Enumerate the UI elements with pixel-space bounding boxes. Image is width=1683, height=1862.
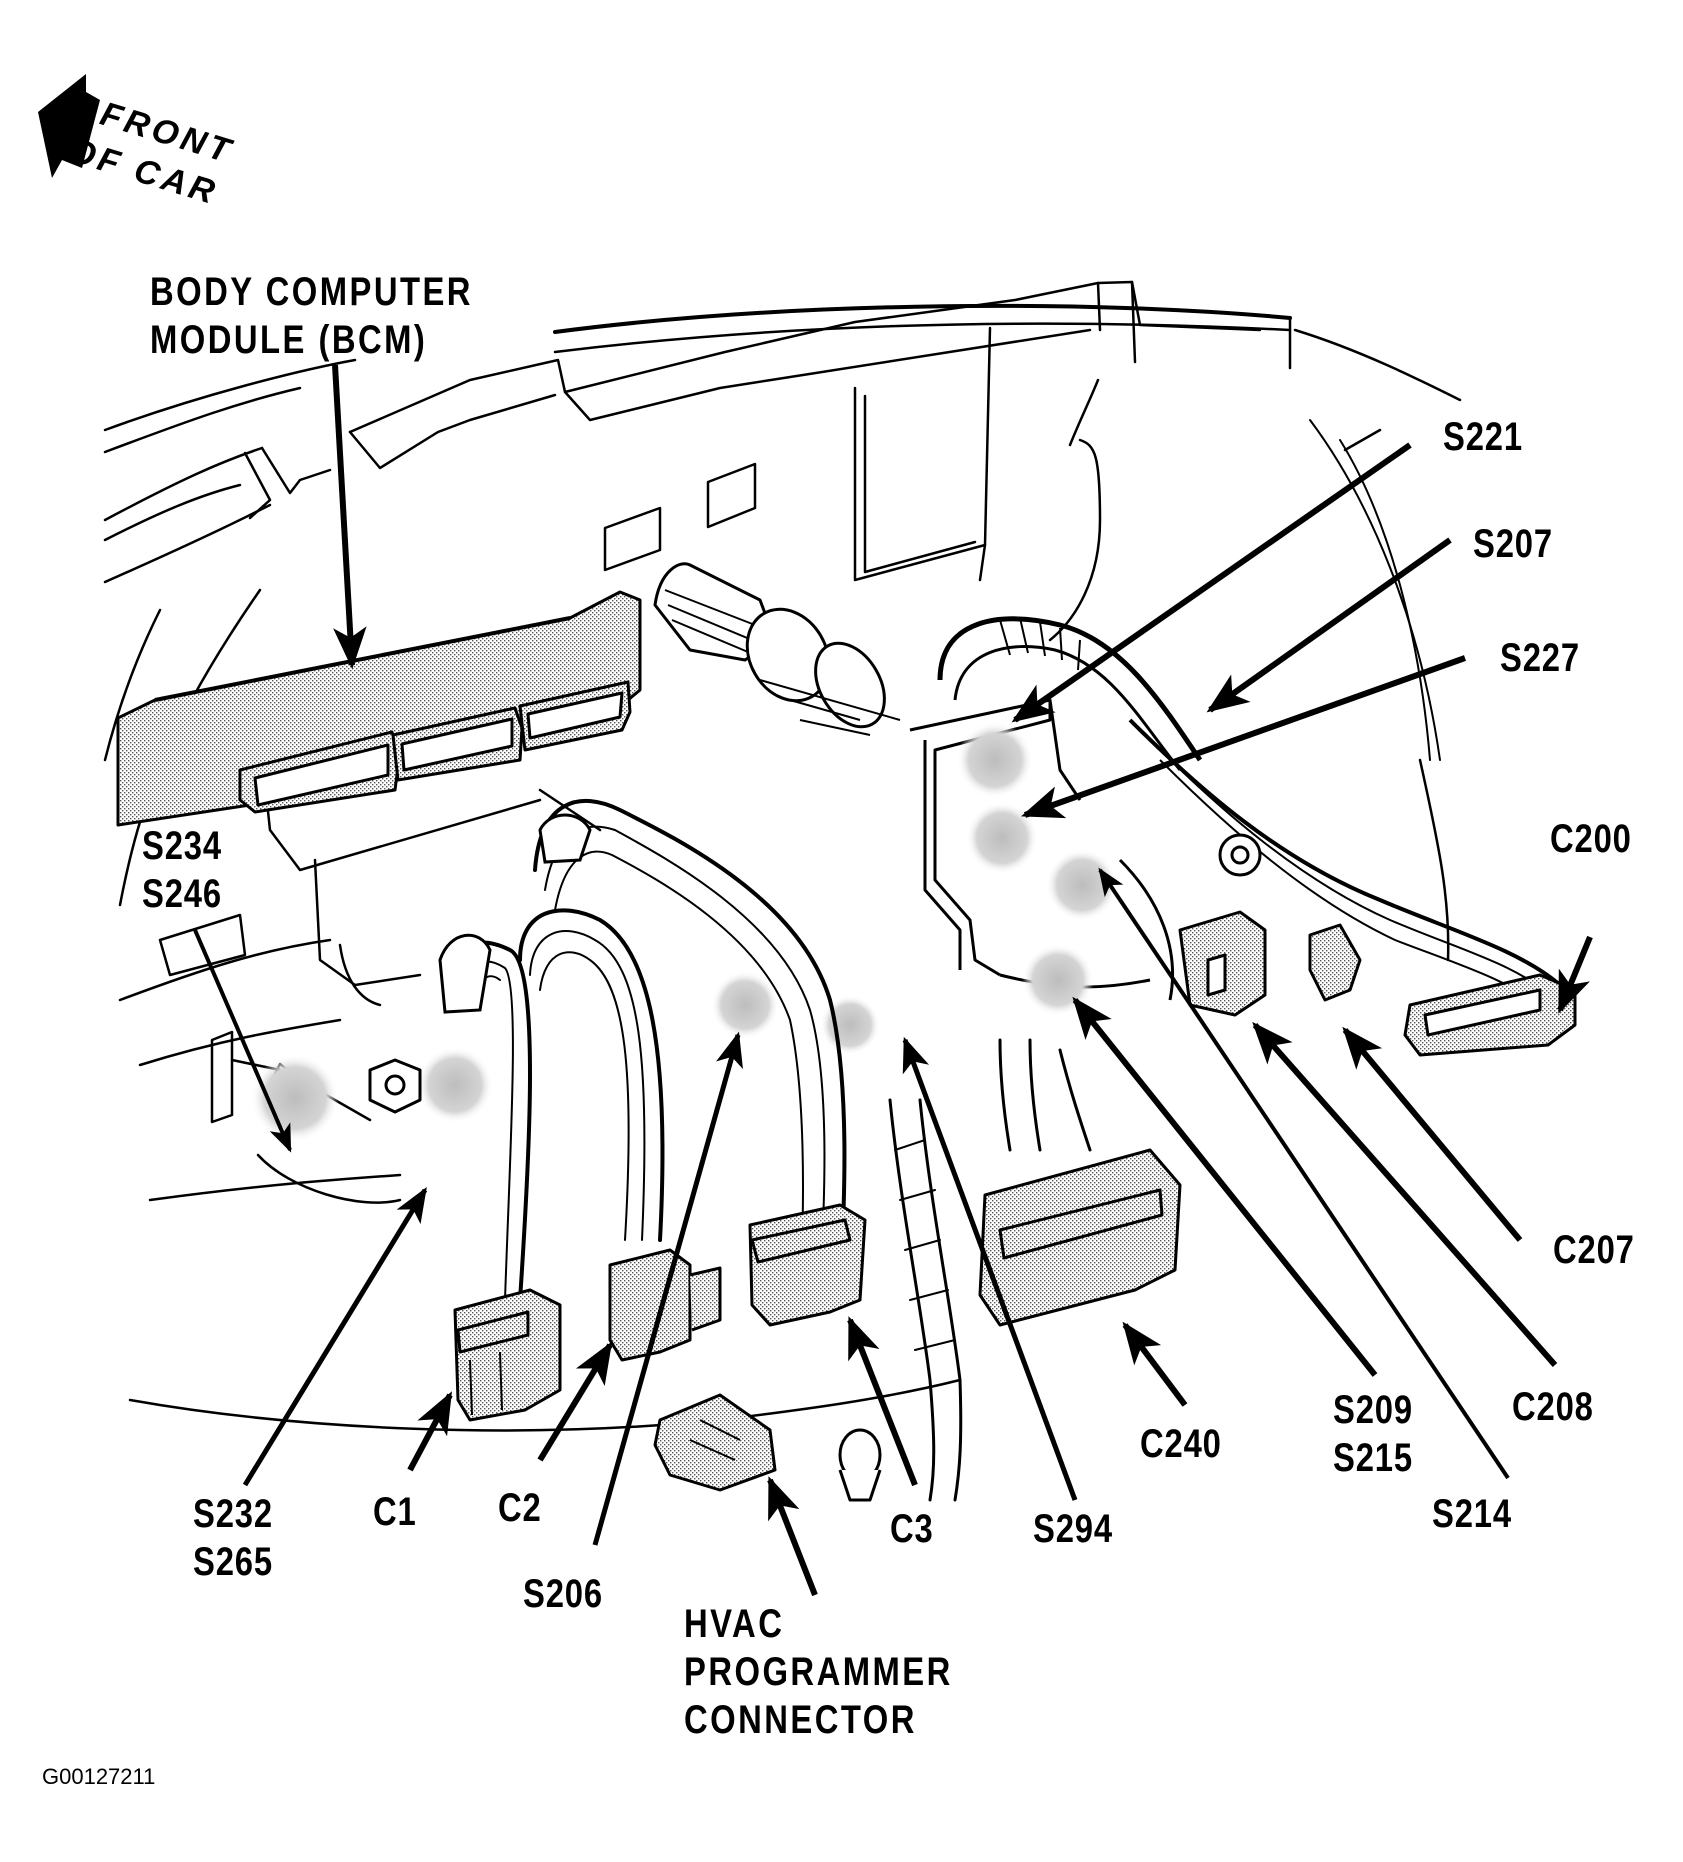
label-line: CONNECTOR <box>684 1698 917 1742</box>
dash-structure <box>103 280 1462 1432</box>
upper-harness <box>653 562 1562 1011</box>
label-s206: S206 <box>523 1570 603 1618</box>
label-s207: S207 <box>1473 520 1553 568</box>
leader-s214 <box>1098 867 1510 1480</box>
label-line: C2 <box>498 1486 542 1530</box>
label-line: C208 <box>1512 1385 1594 1429</box>
connector-c3 <box>748 1203 867 1327</box>
label-line: C240 <box>1140 1422 1222 1466</box>
label-c207: C207 <box>1553 1226 1635 1274</box>
leader-c208 <box>1252 1021 1558 1367</box>
leader-s227 <box>1021 655 1467 819</box>
label-line: S294 <box>1033 1507 1113 1551</box>
front-arrow-icon <box>38 74 100 178</box>
label-bcm: BODY COMPUTER MODULE (BCM) <box>150 268 473 364</box>
label-line: C1 <box>373 1490 417 1534</box>
label-line: S206 <box>523 1572 603 1616</box>
label-line: C3 <box>890 1507 934 1551</box>
label-line: S227 <box>1500 636 1580 680</box>
label-hvac-programmer-connector: HVAC PROGRAMMER CONNECTOR <box>684 1600 953 1744</box>
leader-s209 <box>1072 996 1378 1377</box>
label-c208: C208 <box>1512 1383 1594 1431</box>
label-line: C200 <box>1550 817 1632 861</box>
leader-s232 <box>242 1187 428 1487</box>
leader-s294 <box>902 1036 1078 1501</box>
leader-s206 <box>592 1031 743 1546</box>
label-c240: C240 <box>1140 1420 1222 1468</box>
bcm-module <box>116 590 642 827</box>
leader-s207 <box>1206 537 1452 713</box>
leader-c1 <box>407 1391 453 1472</box>
label-line: S209 <box>1333 1388 1413 1432</box>
label-line: HVAC <box>684 1602 785 1646</box>
leader-c3 <box>847 1316 918 1487</box>
label-line: S214 <box>1432 1492 1512 1536</box>
label-line: S246 <box>142 872 222 916</box>
label-line: S232 <box>193 1492 273 1536</box>
label-s227: S227 <box>1500 634 1580 682</box>
lower-connectors <box>368 1058 1182 1502</box>
label-s294: S294 <box>1033 1505 1113 1553</box>
label-line: S265 <box>193 1540 273 1584</box>
leader-c240 <box>1122 1321 1188 1407</box>
right-connectors <box>1178 833 1577 1057</box>
label-line: S207 <box>1473 522 1553 566</box>
label-s209-s215: S209 S215 <box>1333 1386 1413 1482</box>
label-c1: C1 <box>373 1488 417 1536</box>
label-line: S221 <box>1443 415 1523 459</box>
label-c200: C200 <box>1550 815 1632 863</box>
label-c3: C3 <box>890 1505 934 1553</box>
label-s234-s246: S234 S246 <box>142 822 222 918</box>
leader-c2 <box>537 1341 613 1462</box>
leader-s234 <box>193 929 292 1153</box>
label-s232-s265: S232 S265 <box>193 1490 273 1586</box>
label-c2: C2 <box>498 1484 542 1532</box>
label-s221: S221 <box>1443 413 1523 461</box>
label-line: S215 <box>1333 1436 1413 1480</box>
lower-harness <box>438 798 1092 1502</box>
leader-s221 <box>1011 442 1412 723</box>
label-line: PROGRAMMER <box>684 1650 953 1694</box>
callout-leaders <box>193 364 1593 1597</box>
connector-hvac <box>653 1393 777 1492</box>
leader-c207 <box>1342 1026 1523 1242</box>
leader-c200 <box>1557 935 1593 1014</box>
label-line: BODY COMPUTER <box>150 270 473 314</box>
leader-hvac <box>767 1476 818 1597</box>
leader-bcm <box>332 364 367 670</box>
label-line: C207 <box>1553 1228 1635 1272</box>
label-line: S234 <box>142 824 222 868</box>
label-line: MODULE (BCM) <box>150 318 428 362</box>
figure-id: G00127211 <box>42 1764 156 1789</box>
label-s214: S214 <box>1432 1490 1512 1538</box>
